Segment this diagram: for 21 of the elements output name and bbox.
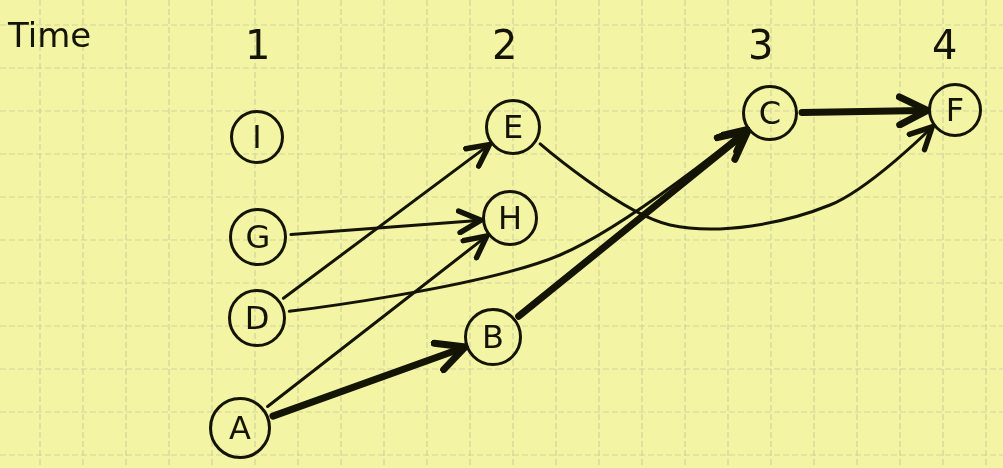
node-circle: A — [209, 397, 271, 459]
arrow — [515, 127, 752, 320]
node-circle: H — [482, 190, 538, 246]
time-step-label: 4 — [932, 25, 958, 65]
node-circle: C — [742, 85, 798, 141]
arrow — [538, 124, 935, 231]
axis-title: Time — [8, 18, 92, 52]
arrow — [281, 141, 493, 300]
time-step-label: 1 — [245, 25, 271, 65]
node-circle: D — [228, 289, 286, 347]
node-circle: F — [928, 83, 982, 137]
arrow — [289, 208, 484, 236]
node-circle: G — [229, 208, 287, 266]
time-step-label: 2 — [492, 25, 518, 65]
arrow — [269, 339, 469, 420]
node-circle: E — [485, 99, 541, 155]
time-step-label: 3 — [748, 25, 774, 65]
node-circle: B — [464, 308, 522, 366]
node-circle: I — [230, 110, 284, 164]
arrow — [798, 93, 931, 129]
arrow — [266, 233, 490, 408]
